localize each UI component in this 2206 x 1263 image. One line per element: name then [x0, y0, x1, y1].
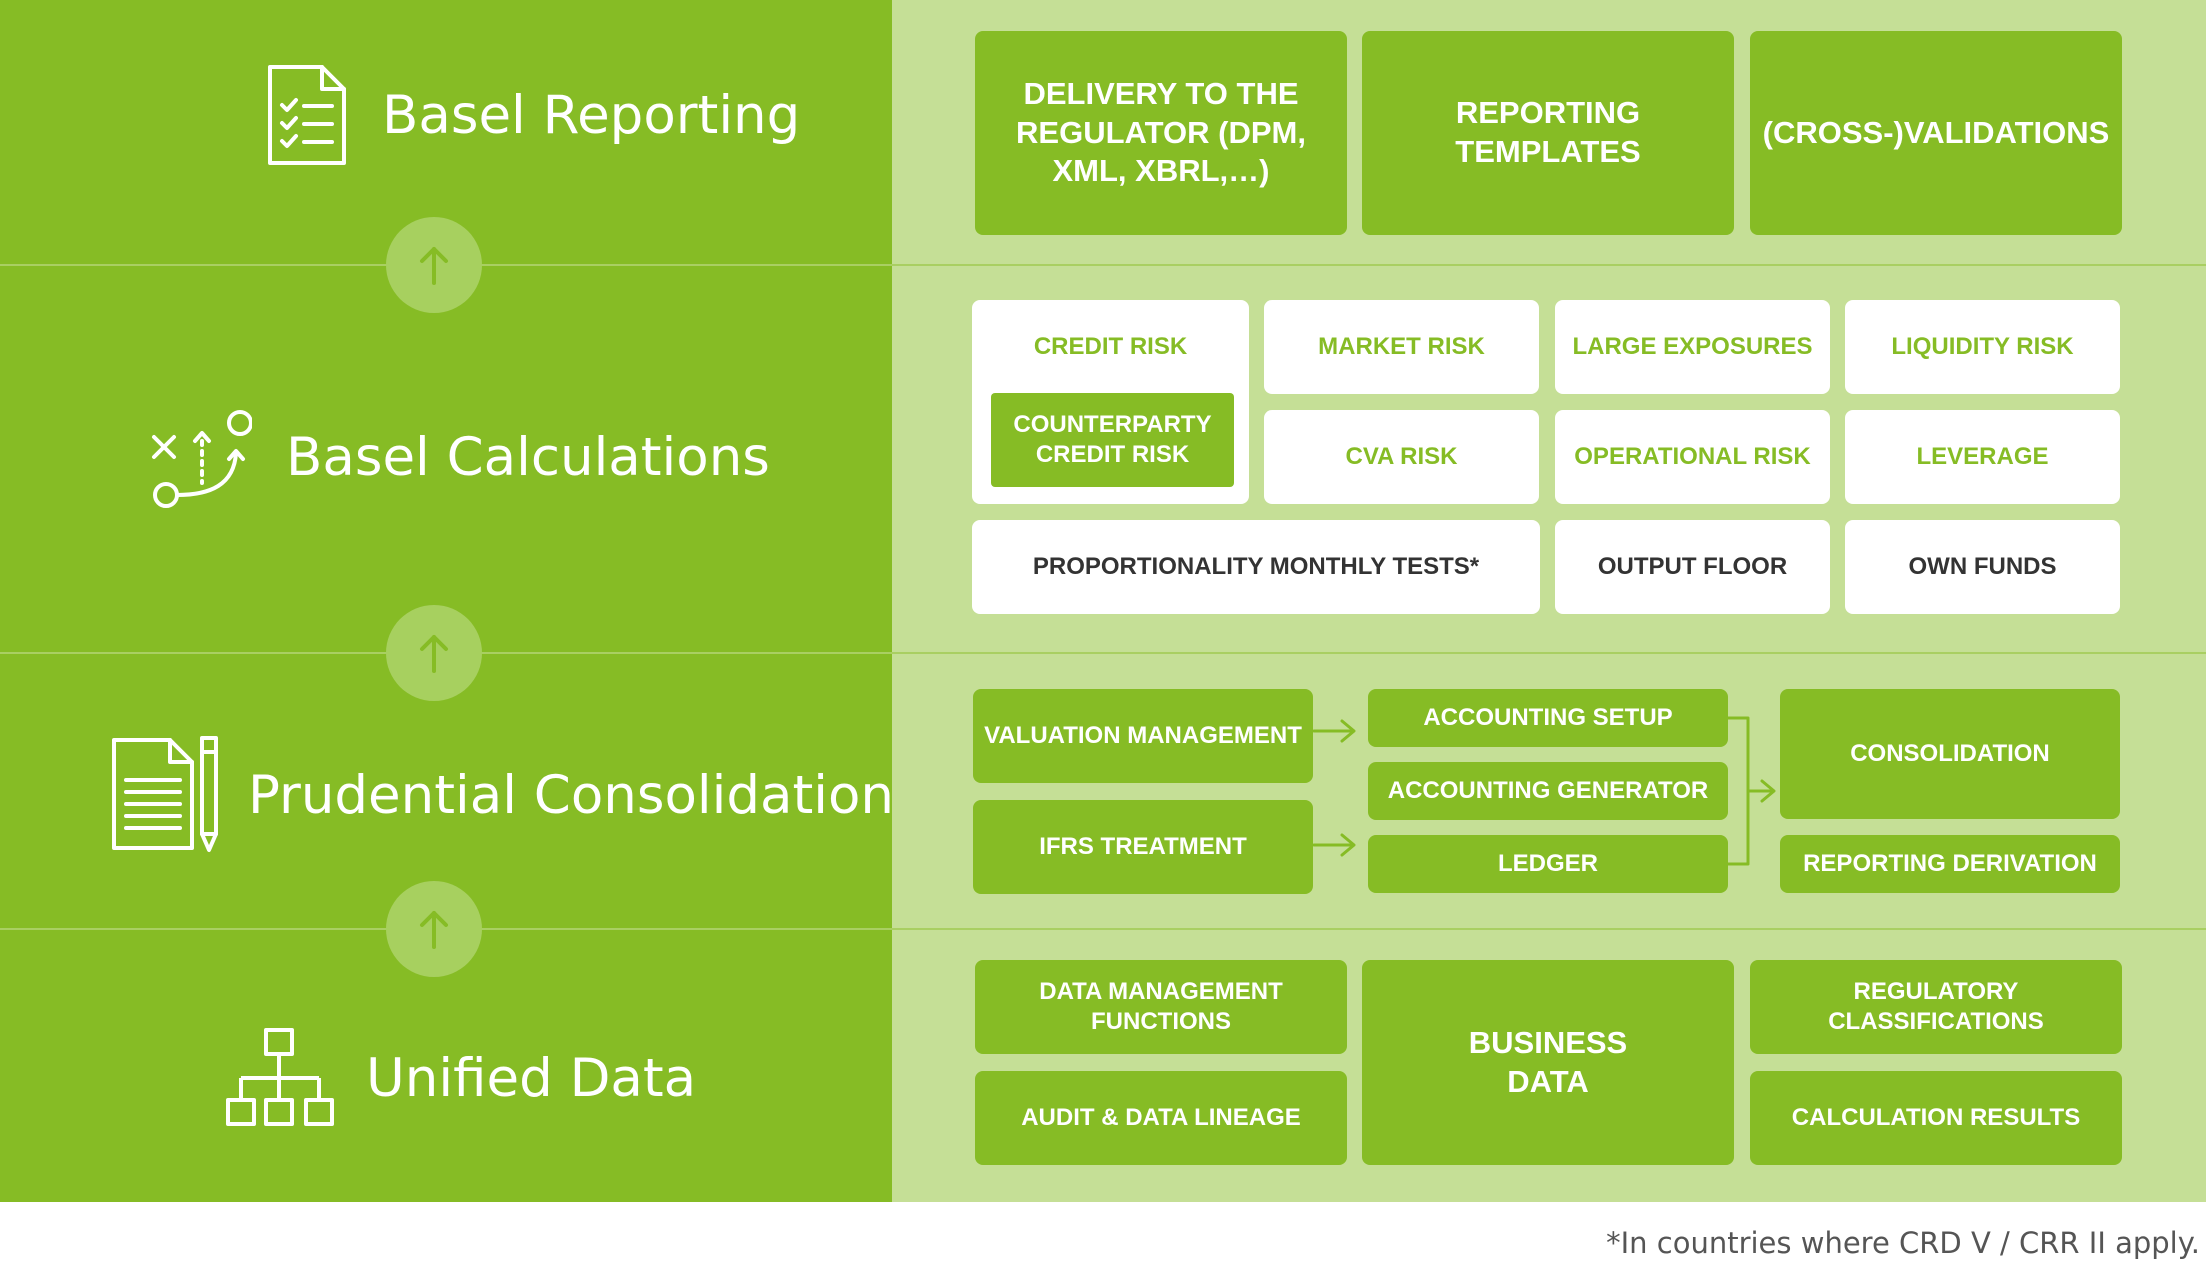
document-pencil-icon	[110, 734, 222, 856]
ledger-box: LEDGER	[1368, 835, 1728, 893]
market-risk-box: MARKET RISK	[1264, 300, 1539, 394]
credit-risk-label: CREDIT RISK	[1033, 333, 1188, 360]
reporting-templates-box: REPORTING TEMPLATES	[1362, 31, 1734, 235]
unified-data-label: Unified Data	[224, 1018, 696, 1138]
regulatory-classifications-box: REGULATORY CLASSIFICATIONS	[1750, 960, 2122, 1054]
unified-data-title: Unified Data	[366, 1047, 697, 1109]
cross-validations-box: (CROSS-)VALIDATIONS	[1750, 31, 2122, 235]
leverage-box: LEVERAGE	[1845, 410, 2120, 504]
delivery-to-regulator-box: DELIVERY TO THE REGULATOR (DPM, XML, XBR…	[975, 31, 1347, 235]
left-panel	[0, 0, 892, 1202]
valuation-management-box: VALUATION MANAGEMENT	[973, 689, 1313, 783]
basel-reporting-label: Basel Reporting	[266, 60, 800, 170]
row-divider	[0, 652, 2206, 654]
prudential-consolidation-title: Prudential Consolidation	[248, 764, 894, 826]
ifrs-treatment-box: IFRS TREATMENT	[973, 800, 1313, 894]
accounting-setup-box: ACCOUNTING SETUP	[1368, 689, 1728, 747]
basel-calculations-label: Basel Calculations	[150, 402, 770, 512]
checklist-document-icon	[266, 63, 348, 167]
business-data-box: BUSINESS DATA	[1362, 960, 1734, 1165]
reporting-derivation-box: REPORTING DERIVATION	[1780, 835, 2120, 893]
hierarchy-icon	[224, 1026, 336, 1130]
up-arrow-circle	[386, 217, 482, 313]
cva-risk-box: CVA RISK	[1264, 410, 1539, 504]
arrow-up-icon	[420, 635, 448, 673]
calculation-results-box: CALCULATION RESULTS	[1750, 1071, 2122, 1165]
liquidity-risk-box: LIQUIDITY RISK	[1845, 300, 2120, 394]
row-divider	[0, 264, 2206, 266]
large-exposures-box: LARGE EXPOSURES	[1555, 300, 1830, 394]
up-arrow-circle	[386, 605, 482, 701]
output-floor-box: OUTPUT FLOOR	[1555, 520, 1830, 614]
counterparty-credit-risk-box: COUNTERPARTY CREDIT RISK	[991, 393, 1234, 487]
basel-reporting-title: Basel Reporting	[382, 84, 801, 146]
arrow-up-icon	[420, 247, 448, 285]
arrow-up-icon	[420, 911, 448, 949]
consolidation-box: CONSOLIDATION	[1780, 689, 2120, 819]
own-funds-box: OWN FUNDS	[1845, 520, 2120, 614]
up-arrow-circle	[386, 881, 482, 977]
proportionality-tests-box: PROPORTIONALITY MONTHLY TESTS*	[972, 520, 1540, 614]
operational-risk-box: OPERATIONAL RISK	[1555, 410, 1830, 504]
row-divider	[0, 928, 2206, 930]
footnote: *In countries where CRD V / CRR II apply…	[1606, 1226, 2200, 1260]
data-management-functions-box: DATA MANAGEMENT FUNCTIONS	[975, 960, 1347, 1054]
audit-data-lineage-box: AUDIT & DATA LINEAGE	[975, 1071, 1347, 1165]
prudential-consolidation-label: Prudential Consolidation	[110, 730, 894, 860]
strategy-path-icon	[150, 405, 252, 509]
basel-calculations-title: Basel Calculations	[286, 426, 770, 488]
accounting-generator-box: ACCOUNTING GENERATOR	[1368, 762, 1728, 820]
